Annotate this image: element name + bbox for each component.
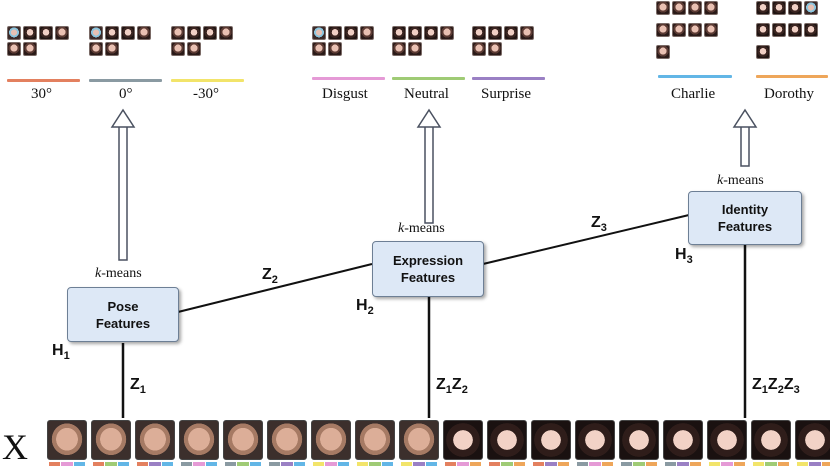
input-image [531,420,571,460]
pose-0-colorbar [89,79,162,82]
input-image [399,420,439,460]
input-label-x: X [2,427,28,467]
pose-30-colorbar [7,79,80,82]
input-image-tag [269,462,305,466]
input-image-tag [753,462,789,466]
pose-m30-colorbar [171,79,244,82]
label-z1: Z1 [130,376,146,396]
identity-dorothy-thumbs [756,1,830,59]
input-image [91,420,131,460]
input-image [795,420,830,460]
identity-charlie-colorbar [658,75,732,78]
label-z2: Z2 [262,266,278,286]
input-image-tag [93,462,129,466]
input-image-tag [489,462,525,466]
kmeans-label-identity: k-means [717,173,764,188]
kmeans-label-pose: k-means [95,266,142,281]
input-image [443,420,483,460]
expression-node-line1: Expression [392,253,464,268]
pose-node-line2: Features [95,315,151,331]
expression-surprise-thumbs [472,26,548,56]
label-z1z2: Z1Z2 [436,376,468,396]
input-image-tag [181,462,217,466]
label-z3: Z3 [591,214,607,234]
input-image-tag [401,462,437,466]
input-image [707,420,747,460]
expression-cluster-label-neutral: Neutral [404,86,449,102]
input-image [135,420,175,460]
input-image [223,420,263,460]
arrow-pose-up [110,108,136,261]
input-image [575,420,615,460]
label-h2: H2 [356,297,374,317]
pose-cluster-m30-thumbs [171,26,247,56]
input-image [619,420,659,460]
input-image-tag [357,462,393,466]
arrow-identity-up [732,108,758,167]
input-image [487,420,527,460]
input-image-tag [533,462,569,466]
input-image-tag [577,462,613,466]
input-image-tag [621,462,657,466]
label-h3: H3 [675,246,693,266]
identity-cluster-label-dorothy: Dorothy [764,86,814,102]
input-image [751,420,791,460]
input-image-tag [445,462,481,466]
identity-dorothy-colorbar [756,75,828,78]
input-image [267,420,307,460]
expression-neutral-colorbar [392,77,465,80]
pose-node-line1: Pose [107,298,139,314]
input-image-row [47,420,830,460]
expression-cluster-label-disgust: Disgust [322,86,368,102]
pose-cluster-0-thumbs [89,26,165,56]
expression-disgust-thumbs [312,26,388,56]
expression-node-line2: Features [400,270,456,285]
input-image-tag [137,462,173,466]
input-image [355,420,395,460]
expression-cluster-label-surprise: Surprise [481,86,531,102]
label-z1z2z3: Z1Z2Z3 [752,376,800,396]
pose-cluster-label-0: 0° [119,86,133,102]
identity-charlie-thumbs [656,1,732,59]
input-image [311,420,351,460]
expression-surprise-colorbar [472,77,545,80]
identity-cluster-label-charlie: Charlie [671,86,716,102]
input-image-tag [665,462,701,466]
pose-cluster-label-m30: -30° [193,86,219,102]
input-image [179,420,219,460]
input-image [47,420,87,460]
arrow-expression-up [416,108,442,224]
input-image-tag [313,462,349,466]
identity-node-line2: Features [717,219,773,234]
edge-pose-to-expression [177,263,373,313]
label-h1: H1 [52,342,70,362]
input-image-tag [709,462,745,466]
expression-disgust-colorbar [312,77,385,80]
input-image [663,420,703,460]
pose-cluster-30-thumbs [7,26,83,56]
expression-neutral-thumbs [392,26,468,56]
input-image-tag [797,462,830,466]
edge-expression-to-identity [482,214,690,265]
input-image-tag [225,462,261,466]
pose-cluster-label-30: 30° [31,86,52,102]
input-image-tag [49,462,85,466]
identity-node-line1: Identity [721,202,769,217]
kmeans-label-expression: k-means [398,221,445,236]
